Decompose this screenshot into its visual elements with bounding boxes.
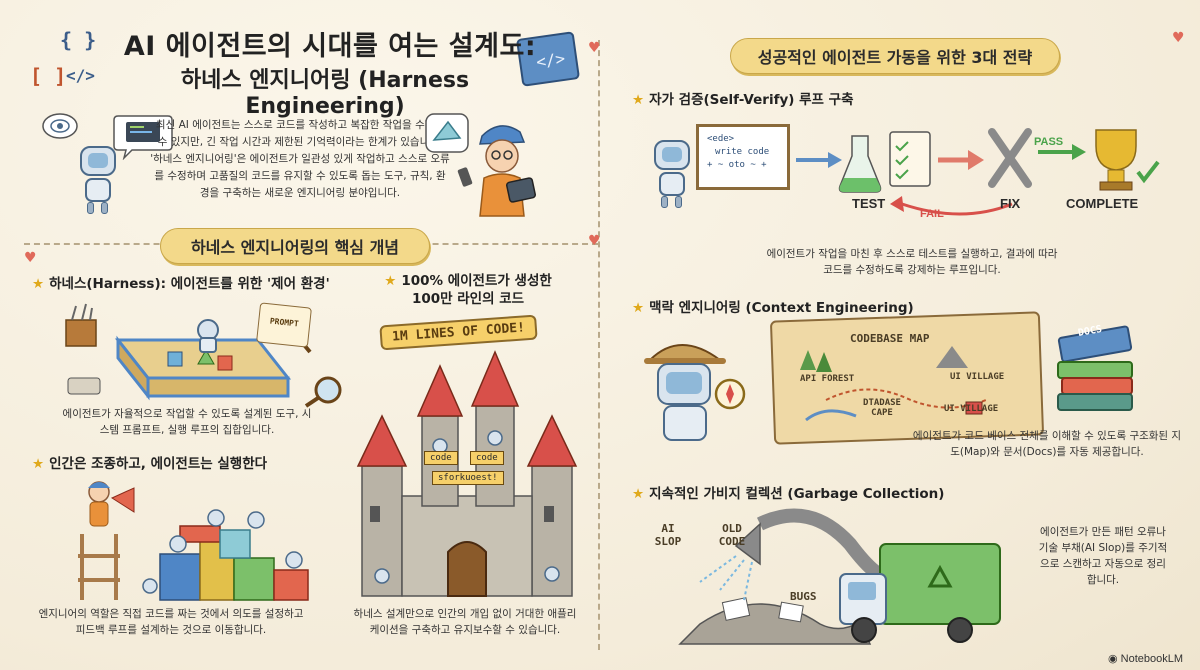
castle-code-tag: code [470,451,504,465]
svg-text:</>: </> [535,49,566,72]
human-caption: 엔지니어의 역할은 직접 코드를 짜는 것에서 의도를 설정하고 피드백 루프를… [38,608,304,636]
pile-label-bugs: BUGS [790,590,817,603]
page-title-line2: 하네스 엔지니어링 (Harness Engineering) [180,68,470,119]
blueprint-scroll-icon: </> [516,31,580,87]
castle-code-tag: sforkuoest! [432,471,504,485]
pile-label-ai-slop: AI SLOP [654,522,682,548]
human-heading-text: 인간은 조종하고, 에이전트는 실행한다 [49,456,268,472]
fix-label: FIX [1000,196,1021,211]
star-icon: ★ [32,456,45,472]
right-section-banner: 성공적인 에이전트 가동을 위한 3대 전략 [730,38,1060,74]
castle-code-tag-text: sforkuoest! [438,473,498,483]
harness-heading-text: 하네스(Harness): 에이전트를 위한 '제어 환경' [49,276,330,292]
star-icon: ★ [384,273,397,289]
board-line: + ~ oto ~ + [707,160,767,170]
pile-label-old-code: OLD CODE [718,522,746,548]
castle-code-tag-text: code [430,453,452,463]
context-heading-text: 맥락 엔지니어링 (Context Engineering) [649,300,914,316]
self-verify-caption: 에이전트가 작업을 마친 후 스스로 테스트를 실행하고, 결과에 따라 코드를… [766,248,1058,276]
brackets-icon: [ ] [30,64,67,88]
garbage-heading: ★지속적인 가비지 컬렉션 (Garbage Collection) [632,482,944,502]
context-heading: ★맥락 엔지니어링 (Context Engineering) [632,296,914,316]
garbage-heading-text: 지속적인 가비지 컬렉션 (Garbage Collection) [649,486,945,502]
board-line: <ede> [707,134,735,144]
thinking-eye-icon [42,113,78,139]
notebooklm-logo: ◉ NotebookLM [1108,652,1183,665]
notebooklm-logo-icon: ◉ [1108,653,1118,665]
docs-books-illustration [1057,325,1133,411]
page-title-line1: AI 에이전트의 시대를 여는 설계도: [123,31,537,62]
fail-label: FAIL [920,208,944,220]
self-verify-heading: ★자가 검증(Self-Verify) 루프 구축 [632,88,854,108]
map-terrain [800,346,987,422]
garbage-caption: 에이전트가 만든 패턴 오류나 기술 부채(AI Slop)를 주기적으로 스캔… [1038,526,1168,586]
intro-paragraph: 최신 AI 에이전트는 스스로 코드를 작성하고 복잡한 작업을 수행할 수 있… [150,119,450,199]
robot-illustration [76,146,120,216]
star-icon: ★ [632,92,645,108]
star-icon: ★ [632,300,645,316]
robot-illustration [650,140,694,210]
heart-icon: ♥ [24,250,37,266]
engineer-with-tablet-illustration [425,113,536,217]
human-heading: ★인간은 조종하고, 에이전트는 실행한다 [32,452,267,472]
notebooklm-logo-text: NotebookLM [1120,653,1184,665]
code-tag-icon: </> [66,66,95,85]
million-caption: 하네스 설계만으로 인간의 개입 없이 거대한 애플리케이션을 구축하고 유지보… [353,608,577,636]
complete-label: COMPLETE [1066,196,1139,211]
test-label: TEST [852,196,886,211]
map-title: CODEBASE MAP [850,332,930,345]
castle-code-tag-text: code [476,453,498,463]
board-line: write code [715,147,770,157]
explorer-robot-illustration [644,344,746,441]
engineer-directing-robots-illustration [78,481,309,601]
garbage-truck-illustration [678,508,1001,645]
prompt-scroll: PROMPT [256,302,312,348]
map-label-ui-village-2: UI VILLAGE [944,404,999,414]
left-section-banner: 하네스 엔지니어링의 핵심 개념 [160,228,430,264]
star-icon: ★ [632,486,645,502]
million-heading-line1: 100% 에이전트가 생성한 [401,273,552,289]
heart-icon: ♥ [1172,30,1185,46]
harness-heading: ★하네스(Harness): 에이전트를 위한 '제어 환경' [32,272,330,292]
speech-bubble-laptop-icon [113,115,173,160]
verify-loop-flow [796,128,1160,216]
castle-code-tag: code [424,451,458,465]
harness-caption: 에이전트가 자율적으로 작업할 수 있도록 설계된 도구, 시스템 프롬프트, … [62,408,312,436]
sandbox-illustration [65,303,342,408]
self-verify-heading-text: 자가 검증(Self-Verify) 루프 구축 [649,92,854,108]
vertical-divider [598,40,600,650]
star-icon: ★ [32,276,45,292]
prompt-label: PROMPT [269,316,300,329]
heart-icon: ♥ [588,233,601,249]
braces-icon: { } [60,28,97,52]
million-heading: ★100% 에이전트가 생성한 100만 라인의 코드 [368,272,568,308]
map-label-database-cape: DTADASE CAPE [863,398,901,418]
heart-icon: ♥ [588,40,601,56]
map-label-ui-village: UI VILLAGE [950,372,1005,382]
code-chalkboard: <ede> write code + ~ oto ~ + [696,124,790,190]
map-label-api-forest: API FOREST [800,374,855,384]
context-caption: 에이전트가 코드 베이스 전체를 이해할 수 있도록 구조화된 지도(Map)와… [912,430,1182,458]
million-heading-line2: 100만 라인의 코드 [411,291,525,307]
pass-label: PASS [1034,136,1064,148]
